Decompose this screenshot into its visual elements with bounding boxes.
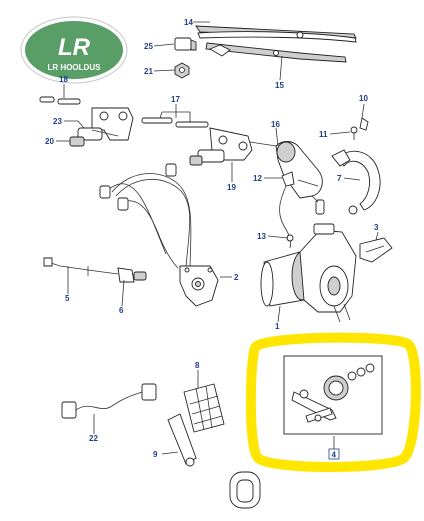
callout-21: 21 [144, 67, 153, 76]
callout-3: 3 [374, 223, 379, 232]
callout-12: 12 [253, 174, 262, 183]
drive-cable [43, 257, 147, 283]
callout-10: 10 [359, 94, 368, 103]
wiring-harness [99, 163, 192, 271]
callout-20: 20 [45, 137, 54, 146]
callout-1: 1 [275, 322, 280, 331]
logo-mark: LR [58, 34, 91, 61]
gear-kit-inset [283, 355, 383, 435]
callout-16: 16 [271, 120, 280, 129]
callout-4: 4 [332, 451, 337, 460]
switch-harness [61, 383, 157, 419]
callout-11: 11 [319, 130, 328, 139]
logo-tagline: LR HOOLDUS [48, 63, 102, 72]
callout-22: 22 [89, 434, 98, 443]
callout-5: 5 [65, 294, 70, 303]
brand-logo: LR LR HOOLDUS [20, 16, 128, 84]
callout-17: 17 [171, 95, 180, 104]
callout-7: 7 [337, 174, 342, 183]
wiper-bracket [179, 265, 219, 307]
callout-15: 15 [275, 81, 284, 90]
callout-19: 19 [227, 183, 236, 192]
callout-labels: 14 25 21 15 18 23 20 17 19 16 10 11 7 12… [45, 18, 379, 460]
callout-23: 23 [53, 117, 62, 126]
left-wheelbox [39, 96, 134, 147]
wiper-arm-blade [195, 25, 357, 63]
logo-oval [25, 21, 123, 79]
callout-25: 25 [144, 42, 153, 51]
rear-wiper-motor [275, 141, 325, 249]
callout-2: 2 [234, 273, 239, 282]
motor-mount-pad [359, 237, 393, 263]
callout-13: 13 [257, 232, 266, 241]
callout-14: 14 [184, 18, 193, 27]
grommet-seal [229, 471, 261, 509]
front-wiper-motor [260, 223, 357, 323]
highlight-ring [245, 332, 421, 472]
callout-8: 8 [195, 361, 200, 370]
callout-4-box: 4 [328, 448, 340, 460]
callout-9: 9 [153, 450, 158, 459]
nut-cap-parts [174, 37, 197, 79]
pedal-assembly [167, 383, 225, 467]
drive-rack-tubes [141, 117, 277, 166]
motor-bracket [331, 117, 381, 215]
leader-lines [56, 21, 379, 455]
callout-6: 6 [119, 306, 124, 315]
callout-18: 18 [59, 75, 68, 84]
